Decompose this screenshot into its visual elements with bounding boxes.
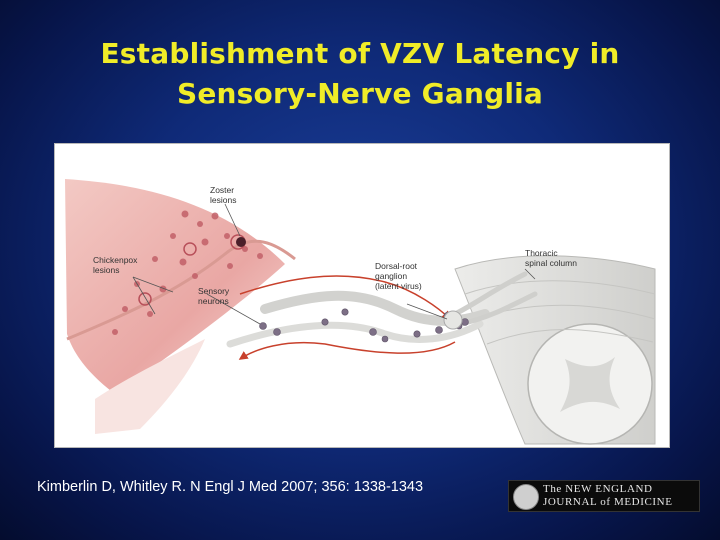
vzv-latency-illustration: Zoster lesions Chickenpox lesions Sensor… <box>54 143 670 448</box>
ganglion-body <box>444 311 462 329</box>
label-dorsal-root-ganglion: Dorsal-root ganglion (latent virus) <box>375 261 422 291</box>
title-line-1: Establishment of VZV Latency in <box>0 34 720 74</box>
anatomy-diagram: Zoster lesions Chickenpox lesions Sensor… <box>55 144 669 447</box>
logo-line-2: JOURNAL of MEDICINE <box>543 496 673 508</box>
label-thoracic-spinal-column: Thoracic spinal column <box>525 248 577 268</box>
slide-title: Establishment of VZV Latency in Sensory-… <box>0 34 720 114</box>
journal-seal-icon <box>513 484 539 510</box>
title-line-2: Sensory-Nerve Ganglia <box>0 74 720 114</box>
zoster-lesion <box>236 237 246 247</box>
nerve-fiber-2 <box>230 324 480 344</box>
label-sensory-neurons: Sensory neurons <box>198 286 232 306</box>
label-zoster-lesions: Zoster lesions <box>210 185 236 205</box>
nejm-logo: The NEW ENGLAND JOURNAL of MEDICINE <box>508 480 700 512</box>
logo-line-1: The NEW ENGLAND <box>543 483 653 495</box>
citation-text: Kimberlin D, Whitley R. N Engl J Med 200… <box>37 479 423 495</box>
anterograde-arrow <box>240 342 455 359</box>
